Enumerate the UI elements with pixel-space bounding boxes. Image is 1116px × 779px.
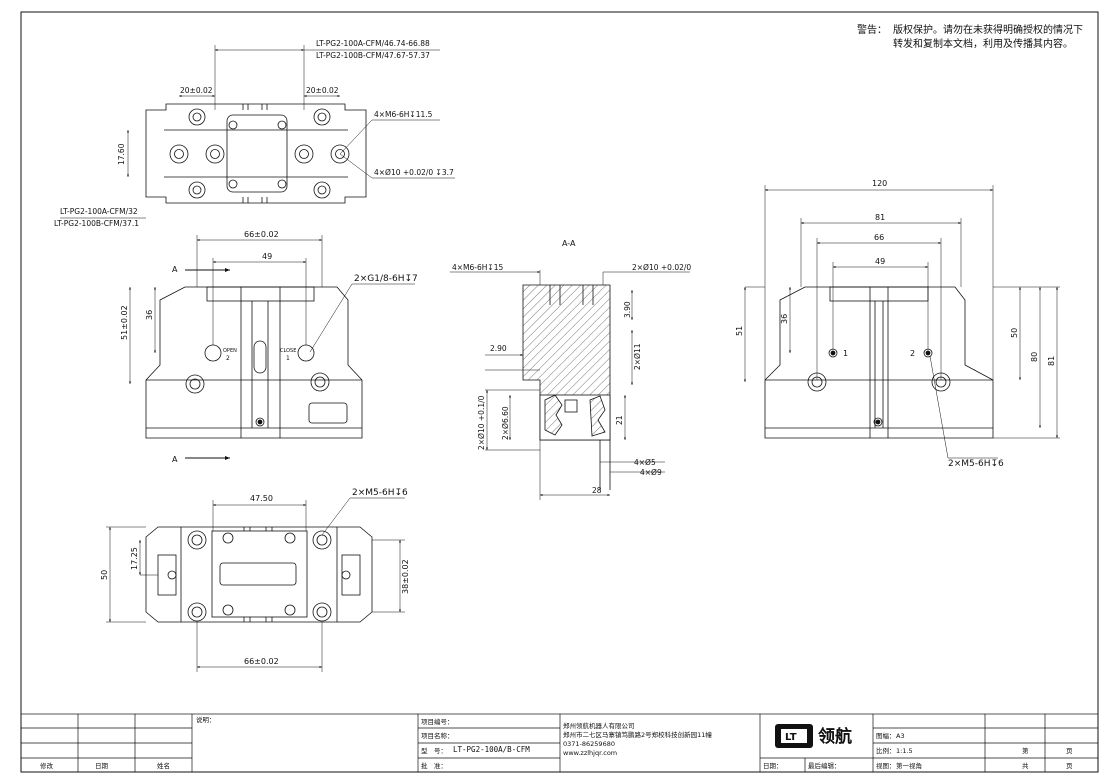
dim-120: 120 (872, 179, 887, 188)
dim-height-1760: 17.60 (117, 143, 126, 165)
dim-50-side: 50 (1010, 328, 1019, 338)
top-view-labels: LT-PG2-100A-CFM/46.74-66.88 LT-PG2-100B-… (54, 39, 454, 228)
dim-4750: 47.50 (250, 494, 273, 503)
name-label: 姓名 (157, 762, 170, 770)
total-unit: 页 (1066, 762, 1073, 770)
view-label: 视图： (876, 762, 896, 770)
front-view (129, 235, 415, 460)
company-name: 郑州领航机器人有限公司 (563, 722, 635, 730)
bore-callout-top: 4×Ø10 +0.02/0 ↧3.7 (374, 168, 454, 177)
section-thread-callout: 4×M6-6H↧15 (452, 263, 503, 272)
last-edit-label: 最后编辑： (808, 762, 841, 770)
side-view-labels: 120 81 66 49 51 36 50 80 81 1 2 2×M5-6H↧… (735, 179, 1056, 469)
port-open-label: OPEN (223, 348, 237, 354)
dim-phi11: 2×Ø11 (633, 343, 642, 370)
page-label: 第 (1022, 747, 1029, 755)
project-name-label: 项目名称： (421, 732, 454, 740)
dim-290: 2.90 (490, 344, 507, 353)
top-callout-1: LT-PG2-100A-CFM/46.74-66.88 (316, 39, 430, 48)
section-view-labels: A-A 4×M6-6H↧15 2×Ø10 +0.02/0 2.90 3.90 2… (452, 239, 691, 495)
port-open-number: 2 (226, 355, 230, 362)
port-2-label: 2 (910, 349, 915, 358)
copyright-warning: 警告： (857, 24, 887, 38)
dim-38: 38±0.02 (401, 559, 410, 594)
size-value: A3 (896, 732, 905, 740)
copyright-warning-line1: 版权保护。请勿在未获得明确授权的情况下 (893, 25, 1083, 36)
dim-50-bottom: 50 (100, 570, 109, 580)
project-no-label: 项目编号： (421, 718, 454, 726)
section-view (450, 270, 690, 500)
dim-51-side: 51 (735, 326, 744, 336)
date2-label: 日期： (763, 762, 783, 770)
bottom-view (106, 497, 405, 672)
section-mark-top: A (172, 265, 178, 274)
dim-phi660: 2×Ø6.60 (501, 406, 510, 440)
dim-36-side: 36 (780, 314, 789, 324)
copyright-warning-line2: 转发和复制本文档，利用及传播其内容。 (893, 39, 1073, 50)
page-unit: 页 (1066, 747, 1073, 755)
date-label: 日期 (95, 762, 108, 770)
port-close-label: CLOSE (280, 348, 296, 354)
dim-21: 21 (615, 415, 624, 425)
section-title: A-A (562, 239, 576, 248)
port-callout: 2×G1/8-6H↧7 (354, 274, 418, 284)
side-thread-callout: 2×M5-6H↧6 (948, 459, 1004, 469)
dim-phi5: 4×Ø5 (634, 458, 656, 467)
logo-text: 领航 (818, 726, 852, 747)
model-value: LT-PG2-100A/B-CFM (453, 745, 530, 754)
notes-label: 说明： (196, 716, 216, 724)
dim-66-side: 66 (874, 233, 884, 242)
logo-mark: LT (785, 732, 797, 743)
section-mark-bottom: A (172, 455, 178, 464)
dim-left-pitch: 20±0.02 (180, 86, 213, 95)
front-view-labels: 66±0.02 49 2×G1/8-6H↧7 51±0.02 36 A A OP… (120, 230, 418, 464)
dim-phi10: 2×Ø10 +0.1/0 (477, 395, 486, 450)
dim-right-pitch: 20±0.02 (306, 86, 339, 95)
thread-callout-top: 4×M6-6H↧11.5 (374, 110, 433, 119)
dim-36-front: 36 (145, 310, 154, 320)
dim-80-side: 80 (1030, 352, 1039, 362)
company-phone: 0371-86259680 (563, 740, 615, 748)
dim-66-bottom: 66±0.02 (244, 657, 279, 666)
dim-28: 28 (592, 486, 602, 495)
dim-66-front: 66±0.02 (244, 230, 279, 239)
dim-49-side: 49 (875, 257, 885, 266)
dim-81-right: 81 (1047, 356, 1056, 366)
warning-label: 警告： (857, 25, 887, 36)
view-value: 第一视角 (896, 762, 922, 770)
dim-49-front: 49 (262, 252, 272, 261)
dim-390: 3.90 (623, 301, 632, 318)
bottom-callout-1: LT-PG2-100A-CFM/32 (60, 207, 138, 216)
model-label: 型 号： (421, 747, 447, 755)
side-view (744, 185, 1060, 459)
scale-value: 1:1.5 (896, 747, 913, 755)
bottom-thread-callout: 2×M5-6H↧6 (352, 488, 408, 498)
scale-label: 比例： (876, 747, 896, 755)
bottom-view-labels: 47.50 2×M5-6H↧6 50 17.25 38±0.02 66±0.02 (100, 488, 410, 666)
top-callout-2: LT-PG2-100B-CFM/47.67-57.37 (316, 51, 430, 60)
company-website: www.zzlhjqr.com (563, 749, 618, 757)
section-bore-callout: 2×Ø10 +0.02/0 (632, 263, 691, 272)
approve-label: 批 准： (421, 762, 447, 770)
bottom-callout-2: LT-PG2-100B-CFM/37.1 (54, 219, 139, 228)
company-address: 郑州市二七区马寨镇笃鹏路2号郑校科技创新园11幢 (563, 731, 712, 739)
size-label: 图幅： (876, 732, 896, 740)
dim-phi9: 4×Ø9 (640, 468, 662, 477)
title-block (20, 713, 1099, 773)
dim-51-front: 51±0.02 (120, 305, 129, 340)
dim-81-top: 81 (875, 213, 885, 222)
top-view (60, 45, 455, 219)
dim-1725: 17.25 (130, 547, 139, 570)
company-logo: LT 领航 (775, 724, 852, 748)
port-1-label: 1 (843, 349, 848, 358)
rev-label: 修改 (40, 762, 53, 770)
total-label: 共 (1022, 762, 1029, 770)
port-close-number: 1 (286, 355, 290, 362)
